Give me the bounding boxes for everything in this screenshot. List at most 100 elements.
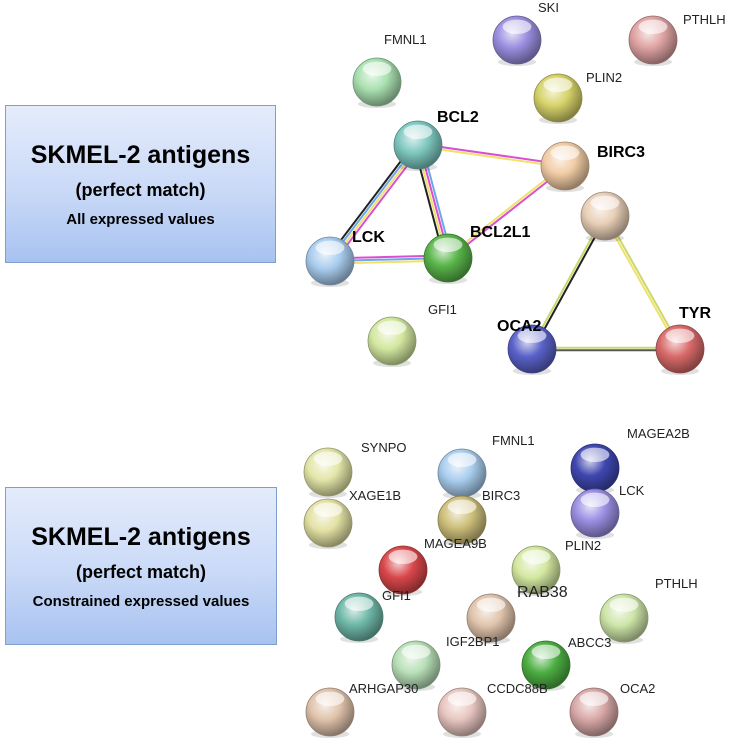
edge-bcl2-lck <box>332 146 422 264</box>
node-highlight <box>344 596 374 611</box>
node-highlight <box>315 691 345 706</box>
node-highlight <box>377 320 407 335</box>
node-label: BCL2L1 <box>470 224 531 241</box>
node-label: XAGE1B <box>349 488 401 503</box>
node-ski[interactable]: SKI <box>492 0 559 66</box>
node-birc3[interactable]: BIRC3 <box>437 488 520 546</box>
node-highlight <box>609 597 639 612</box>
panel-title-box-all: SKMEL-2 antigens (perfect match) All exp… <box>5 105 276 263</box>
node-highlight <box>315 240 345 255</box>
node-highlight <box>433 237 463 252</box>
edge-oca2_top-tyr <box>605 214 683 349</box>
node-igf2bp1[interactable]: IGF2BP1 <box>391 634 499 691</box>
node-bcl2l1[interactable]: BCL2L1 <box>423 224 531 284</box>
node-gfi1[interactable]: GFI1 <box>367 302 457 367</box>
edge-bcl2-lck <box>326 142 416 260</box>
node-label: PLIN2 <box>586 70 622 85</box>
node-label: GFI1 <box>428 302 457 317</box>
node-bcl2[interactable]: BCL2 <box>393 109 479 171</box>
node-highlight <box>313 451 343 466</box>
node-highlight <box>517 328 547 343</box>
node-birc3[interactable]: BIRC3 <box>540 141 645 192</box>
edge-bcl2-birc3 <box>417 145 565 169</box>
node-oca2[interactable]: OCA2 <box>569 681 655 738</box>
node-xage1b[interactable]: XAGE1B <box>303 488 401 549</box>
node-highlight <box>447 499 477 514</box>
node-magea9b[interactable]: MAGEA9B <box>378 536 487 596</box>
node-oca2[interactable]: OCA2 <box>497 318 557 375</box>
node-label: RAB38 <box>517 584 568 601</box>
node-label: GFI1 <box>382 588 411 603</box>
node-label: BCL2 <box>437 109 479 126</box>
node-synpo[interactable]: SYNPO <box>303 440 407 498</box>
node-highlight <box>362 61 392 76</box>
node-label: MAGEA9B <box>424 536 487 551</box>
node-highlight <box>580 447 610 462</box>
node-label: SYNPO <box>361 440 407 455</box>
node-plin2[interactable]: PLIN2 <box>511 538 601 596</box>
node-pthlh[interactable]: PTHLH <box>628 12 726 66</box>
node-label: LCK <box>352 229 385 246</box>
node-highlight <box>638 19 668 34</box>
node-highlight <box>579 691 609 706</box>
node-magea2b[interactable]: MAGEA2B <box>570 426 690 494</box>
node-pthlh[interactable]: PTHLH <box>599 576 698 644</box>
node-lck[interactable]: LCK <box>570 483 645 539</box>
node-highlight <box>388 549 418 564</box>
node-label: FMNL1 <box>492 433 535 448</box>
panel-note: All expressed values <box>66 211 215 228</box>
node-label: CCDC88B <box>487 681 548 696</box>
node-label: PLIN2 <box>565 538 601 553</box>
node-label: BIRC3 <box>482 488 520 503</box>
node-tyr[interactable]: TYR <box>655 305 711 375</box>
node-highlight <box>590 195 620 210</box>
node-highlight <box>502 19 532 34</box>
node-label: OCA2 <box>620 681 655 696</box>
node-label: IGF2BP1 <box>446 634 499 649</box>
node-gfi1[interactable]: GFI1 <box>334 588 411 643</box>
node-highlight <box>543 77 573 93</box>
node-ccdc88b[interactable]: CCDC88B <box>437 681 548 738</box>
panel-note: Constrained expressed values <box>32 593 250 610</box>
node-label: TYR <box>679 305 711 322</box>
node-highlight <box>476 597 506 612</box>
node-label: FMNL1 <box>384 32 427 47</box>
edge-birc3-bcl2l1 <box>446 164 565 258</box>
node-label: ABCC3 <box>568 635 611 650</box>
node-highlight <box>401 644 431 659</box>
edge-oca2_top-oca2 <box>529 214 605 349</box>
node-label: SKI <box>538 0 559 15</box>
panel-title-box-constrained: SKMEL-2 antigens (perfect match) Constra… <box>5 487 277 645</box>
node-plin2[interactable]: PLIN2 <box>533 70 622 124</box>
node-lck[interactable]: LCK <box>305 229 385 287</box>
node-highlight <box>531 644 561 659</box>
node-label: BIRC3 <box>597 144 645 161</box>
node-label: OCA2 <box>497 318 542 335</box>
node-label: LCK <box>619 483 645 498</box>
panel-subtitle: (perfect match) <box>75 562 207 582</box>
panel-title: SKMEL-2 antigens <box>31 523 251 551</box>
node-highlight <box>665 328 695 343</box>
node-rab38[interactable]: RAB38 <box>466 584 568 644</box>
node-arhgap30[interactable]: ARHGAP30 <box>305 681 418 738</box>
node-label: MAGEA2B <box>627 426 690 441</box>
node-fmnl1[interactable]: FMNL1 <box>352 32 427 108</box>
edge-oca2_top-oca2 <box>532 216 608 351</box>
node-label: PTHLH <box>683 12 726 27</box>
node-oca2-top[interactable] <box>580 191 630 242</box>
node-highlight <box>521 549 551 564</box>
node-abcc3[interactable]: ABCC3 <box>521 635 611 691</box>
node-label: PTHLH <box>655 576 698 591</box>
panel-subtitle: (perfect match) <box>75 180 206 200</box>
node-highlight <box>313 502 343 517</box>
node-highlight <box>580 492 610 507</box>
node-highlight <box>403 124 433 139</box>
node-highlight <box>550 145 580 160</box>
edge-birc3-bcl2l1 <box>448 166 567 260</box>
node-label: ARHGAP30 <box>349 681 418 696</box>
edge-bcl2-birc3 <box>418 142 566 166</box>
node-highlight <box>447 452 477 467</box>
panel-title: SKMEL-2 antigens <box>30 141 251 169</box>
